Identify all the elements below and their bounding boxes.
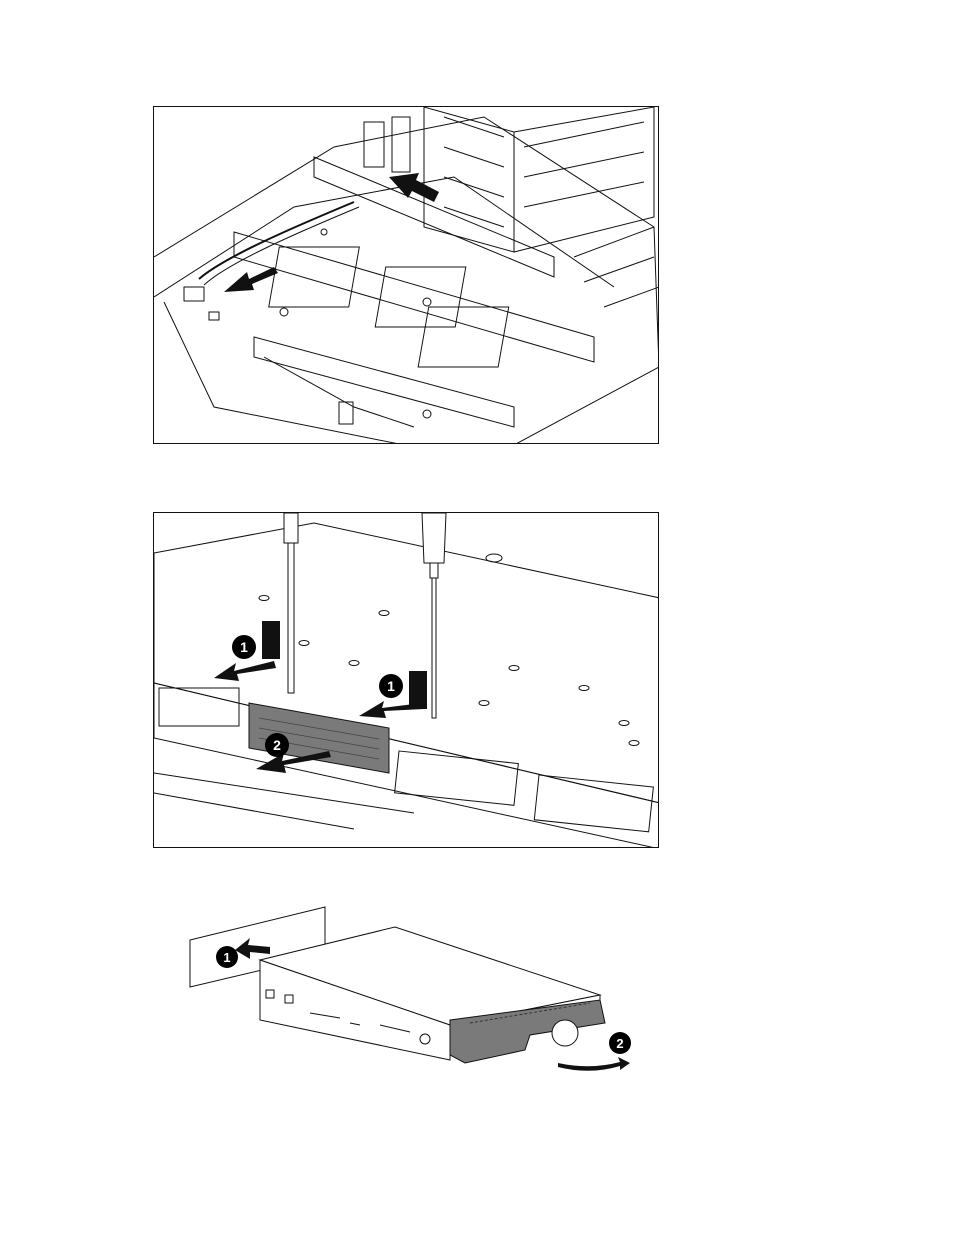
figure-drive-blank-removal: 1 1 2 [153, 512, 659, 848]
step-badge-1: 1 [379, 674, 403, 698]
step-badge-1: 1 [232, 635, 256, 659]
arrow-icon [558, 1057, 630, 1071]
figure-drive-insertion: 1 2 [180, 905, 640, 1075]
figure-chassis-cable [153, 106, 659, 444]
arrow-icon [224, 267, 278, 292]
chassis-cable-illustration [154, 107, 659, 444]
step-badge-2: 2 [609, 1032, 631, 1054]
svg-text:1: 1 [240, 639, 248, 655]
svg-text:1: 1 [223, 950, 230, 965]
drive-blank-removal-illustration: 1 1 2 [154, 513, 659, 848]
svg-text:2: 2 [616, 1036, 623, 1051]
svg-text:1: 1 [387, 678, 395, 694]
step-badge-1: 1 [216, 946, 238, 968]
hard-drive-carrier-illustration: 1 2 [180, 905, 640, 1075]
svg-text:2: 2 [273, 737, 281, 753]
screwdriver-icon [284, 513, 298, 693]
step-badge-2: 2 [265, 733, 289, 757]
